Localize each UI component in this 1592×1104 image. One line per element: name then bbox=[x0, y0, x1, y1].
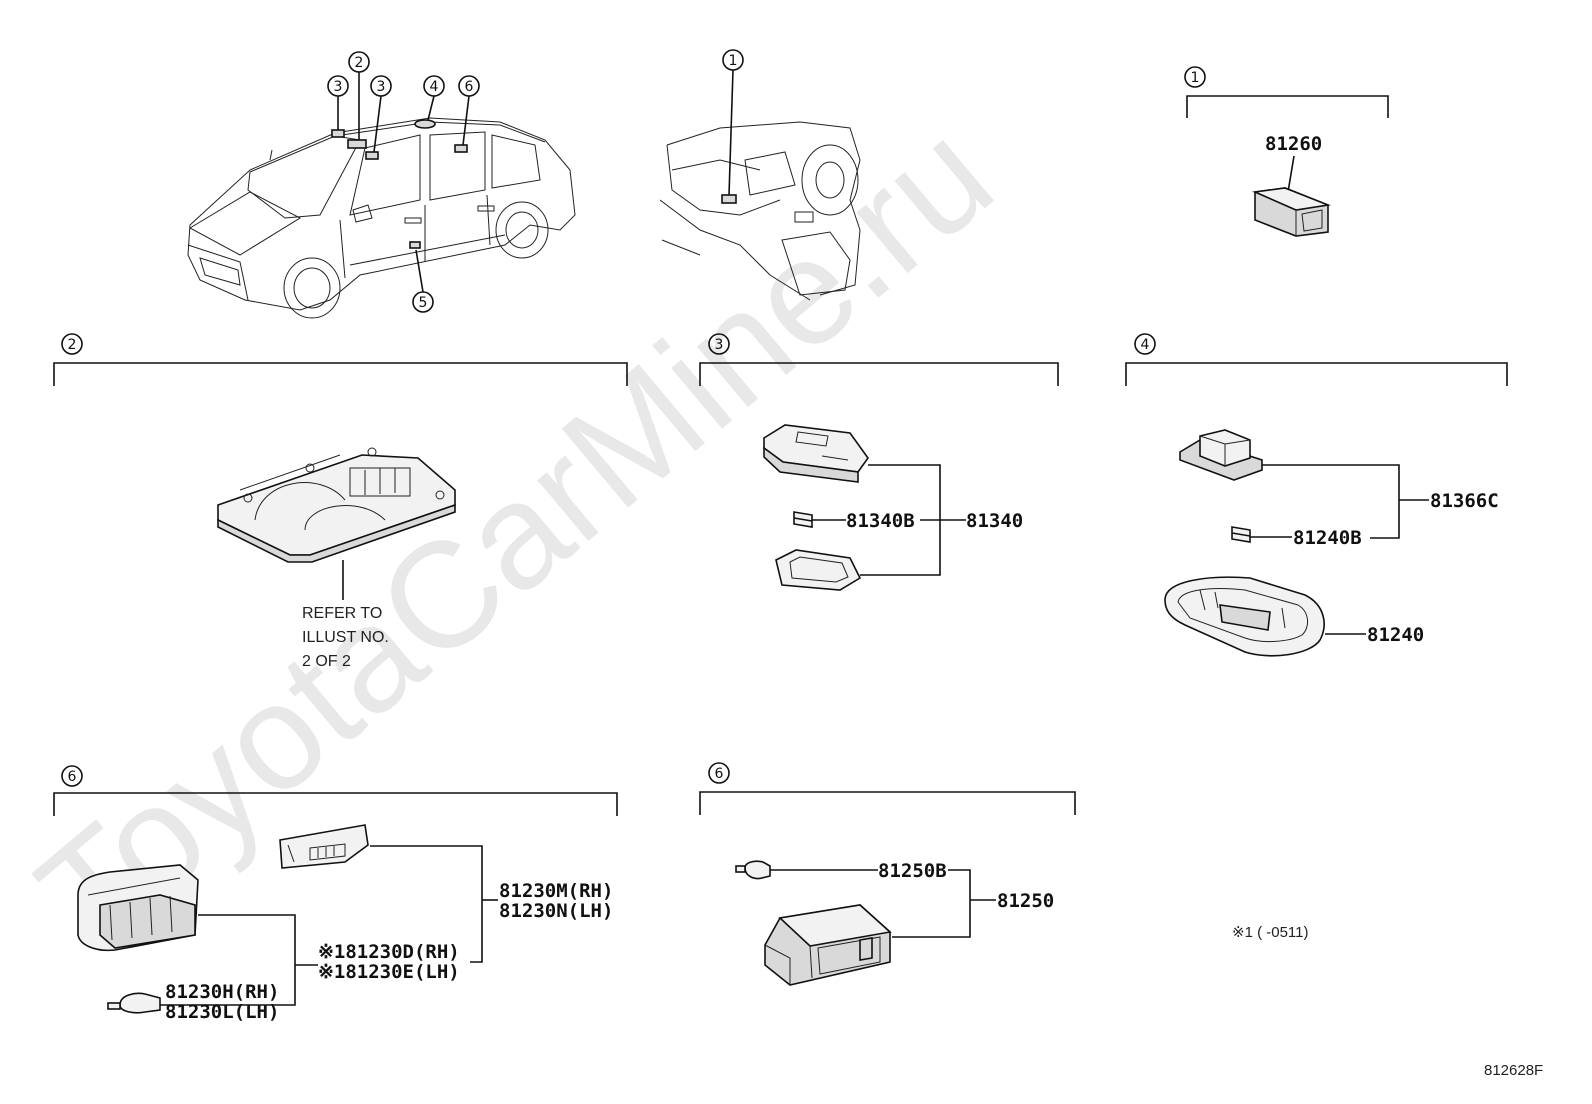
part-81230H-RH: 81230H(RH) bbox=[165, 981, 279, 1003]
section-1-callout: 1 bbox=[1191, 70, 1200, 86]
lens-81230M-illustration bbox=[279, 824, 369, 869]
section-6b-callout: 6 bbox=[715, 766, 724, 782]
car-callout-5: 6 bbox=[465, 79, 474, 95]
part-81230L-LH: 81230L(LH) bbox=[165, 1001, 279, 1023]
part-81250B: 81250B bbox=[878, 860, 947, 882]
refer-note-line-2: ILLUST NO. bbox=[302, 629, 389, 646]
section-4: 4 81240B 81366C 81240 bbox=[1125, 333, 1508, 657]
overhead-console-illustration bbox=[217, 447, 456, 563]
gasket-illustration bbox=[775, 549, 862, 591]
section-2: 2 REFER TO ILLUST NO. 2 OF 2 bbox=[53, 333, 628, 670]
section-1: 1 81260 bbox=[1184, 66, 1389, 237]
car-callout-4: 4 bbox=[430, 79, 439, 95]
dashboard-illustration bbox=[659, 121, 861, 301]
watermark: ToyotaCarMine.ru bbox=[8, 90, 1023, 980]
section-4-callout: 4 bbox=[1141, 337, 1150, 353]
lamp-81366C-illustration bbox=[1179, 429, 1263, 481]
part-81260: 81260 bbox=[1265, 133, 1322, 155]
part-81366C: 81366C bbox=[1430, 490, 1499, 512]
part-81230M-RH: 81230M(RH) bbox=[499, 880, 613, 902]
part-81230E-LH: ※181230E(LH) bbox=[318, 961, 460, 983]
car-overview-illustration bbox=[187, 117, 576, 319]
section-3-callout: 3 bbox=[715, 337, 724, 353]
part-81240B: 81240B bbox=[1293, 527, 1362, 549]
refer-note-line-3: 2 OF 2 bbox=[302, 653, 351, 670]
housing-81240-illustration bbox=[1164, 576, 1325, 657]
bulb-81250B-illustration bbox=[735, 860, 771, 880]
bulb-81340B-illustration bbox=[793, 511, 813, 528]
part-81250: 81250 bbox=[997, 890, 1054, 912]
dash-callout: 1 bbox=[722, 49, 744, 196]
refer-note-line-1: REFER TO bbox=[302, 605, 382, 622]
part-81230D-RH: ※181230D(RH) bbox=[318, 941, 460, 963]
footnote: ※1 ( -0511) bbox=[1232, 924, 1309, 941]
housing-81230D-illustration bbox=[77, 864, 199, 952]
bulb-81240B-illustration bbox=[1231, 526, 1251, 543]
dash-callout-label: 1 bbox=[729, 53, 738, 69]
section-6-right: 6 81250B 81250 bbox=[699, 762, 1076, 986]
part-81260-illustration bbox=[1252, 187, 1332, 237]
watermark-text: ToyotaCarMine.ru bbox=[8, 90, 1023, 980]
section-6-left: 6 81230M(RH) 81230N(LH) ※181230D(RH) ※1 bbox=[53, 765, 618, 1023]
car-callout-6: 5 bbox=[419, 295, 428, 311]
section-3: 3 81340B 81340 bbox=[699, 333, 1059, 591]
car-callouts: 3 2 3 4 6 5 bbox=[327, 51, 480, 313]
diagram-code: 812628F bbox=[1484, 1062, 1543, 1079]
part-81340B: 81340B bbox=[846, 510, 915, 532]
switch-81250-illustration bbox=[764, 904, 892, 986]
car-callout-3: 3 bbox=[377, 79, 386, 95]
section-6a-callout: 6 bbox=[68, 769, 77, 785]
section-2-callout: 2 bbox=[68, 337, 77, 353]
part-81340: 81340 bbox=[966, 510, 1023, 532]
part-81230N-LH: 81230N(LH) bbox=[499, 900, 613, 922]
car-callout-2: 2 bbox=[355, 55, 364, 71]
map-lamp-lens-illustration bbox=[763, 424, 869, 483]
bulb-81230H-illustration bbox=[107, 992, 161, 1014]
car-callout-1: 3 bbox=[334, 79, 343, 95]
part-81240: 81240 bbox=[1367, 624, 1424, 646]
